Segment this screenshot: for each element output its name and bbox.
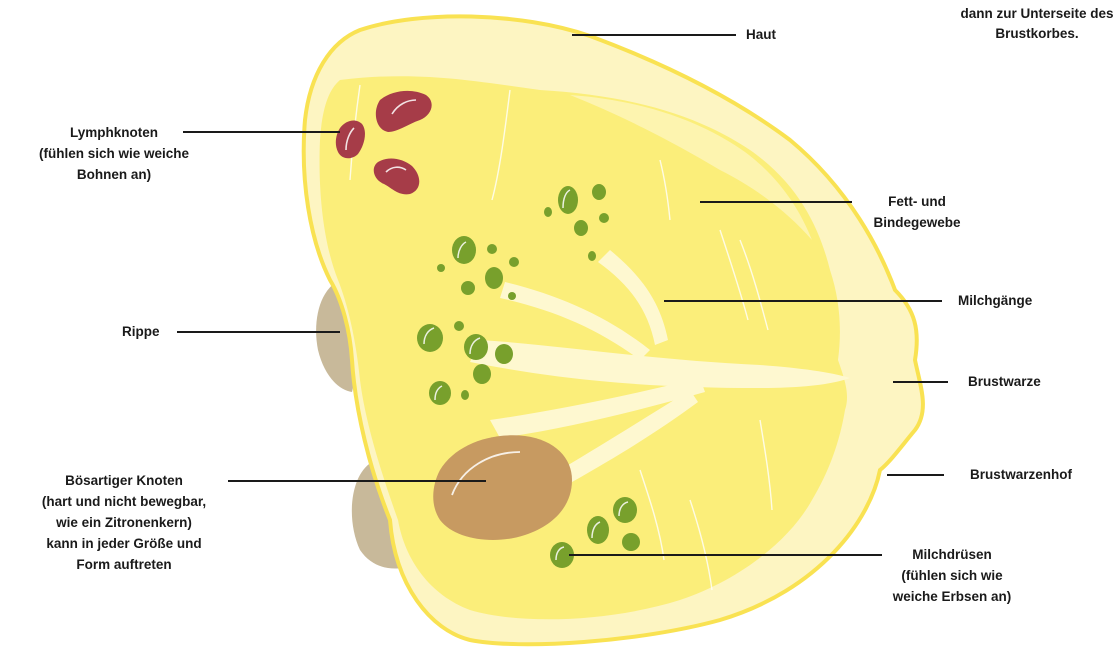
brustwarzenhof-label: Brustwarzenhof [970, 464, 1072, 485]
fett-label: Fett- und Bindegewebe [854, 191, 980, 233]
milk-gland [509, 257, 519, 267]
lymphknoten-title: Lymphknoten [0, 122, 228, 143]
milk-gland [452, 236, 476, 264]
brustwarze-text: Brustwarze [968, 371, 1041, 392]
milchdruesen-label: Milchdrüsen (fühlen sich wie weiche Erbs… [870, 544, 1034, 607]
brustwarzenhof-text: Brustwarzenhof [970, 464, 1072, 485]
milk-gland [592, 184, 606, 200]
milk-gland [461, 390, 469, 400]
milk-gland [487, 244, 497, 254]
milk-gland [485, 267, 503, 289]
milk-gland [473, 364, 491, 384]
milk-gland [495, 344, 513, 364]
milk-gland [461, 281, 475, 295]
fett-title: Fett- und [854, 191, 980, 212]
milk-gland [558, 186, 578, 214]
note-line: Brustkorbes. [948, 24, 1116, 44]
milk-gland [588, 251, 596, 261]
milk-gland [587, 516, 609, 544]
milk-gland [613, 497, 637, 523]
haut-label: Haut [746, 24, 776, 45]
milchdruesen-title: Milchdrüsen [870, 544, 1034, 565]
knoten-desc: kann in jeder Größe und [26, 533, 222, 554]
milk-gland [429, 381, 451, 405]
milk-gland [464, 334, 488, 360]
knoten-title: Bösartiger Knoten [26, 470, 222, 491]
knoten-desc: (hart und nicht bewegbar, [26, 491, 222, 512]
rippe-text: Rippe [122, 321, 160, 342]
knoten-desc: Form auftreten [26, 554, 222, 575]
lymphknoten-label: Lymphknoten (fühlen sich wie weiche Bohn… [0, 122, 228, 185]
lymphknoten-desc: Bohnen an) [0, 164, 228, 185]
milk-gland [544, 207, 552, 217]
milk-gland [599, 213, 609, 223]
fett-title: Bindegewebe [854, 212, 980, 233]
knoten-desc: wie ein Zitronenkern) [26, 512, 222, 533]
rippe-label: Rippe [122, 321, 160, 342]
milk-gland [508, 292, 516, 300]
milk-gland [417, 324, 443, 352]
milk-gland [622, 533, 640, 551]
note-label: dann zur Unterseite des Brustkorbes. [948, 4, 1116, 44]
lymphknoten-desc: (fühlen sich wie weiche [0, 143, 228, 164]
brustwarze-label: Brustwarze [968, 371, 1041, 392]
knoten-label: Bösartiger Knoten (hart und nicht bewegb… [26, 470, 222, 575]
milchgaenge-label: Milchgänge [958, 290, 1032, 311]
haut-text: Haut [746, 24, 776, 45]
milk-gland [454, 321, 464, 331]
milchdruesen-desc: weiche Erbsen an) [870, 586, 1034, 607]
milchgaenge-text: Milchgänge [958, 290, 1032, 311]
milk-gland [574, 220, 588, 236]
note-line: dann zur Unterseite des [948, 4, 1116, 24]
milk-gland [437, 264, 445, 272]
milchdruesen-desc: (fühlen sich wie [870, 565, 1034, 586]
